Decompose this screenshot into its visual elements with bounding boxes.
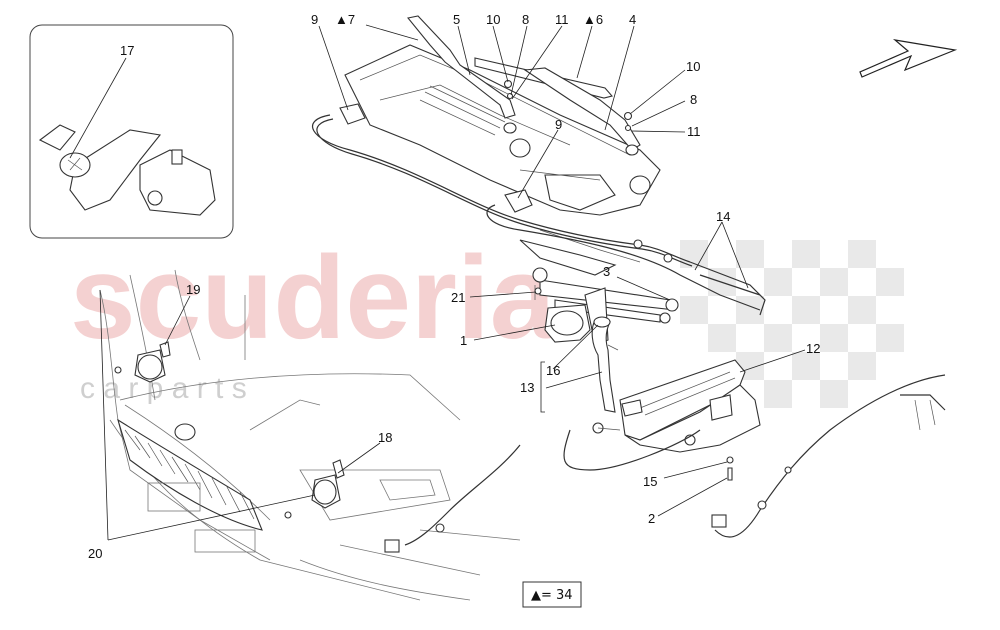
callout-11-top: 11	[555, 12, 569, 27]
leader-lines	[69, 24, 806, 541]
callout-labels: 17 9 ▲7 5 10 8 11 ▲6 4 10 8 11 9 14 3 19…	[88, 12, 820, 561]
legend-text: ▲= 34	[531, 588, 573, 603]
horn-19	[114, 341, 171, 383]
callout-7: ▲7	[335, 12, 355, 27]
callout-21: 21	[451, 290, 465, 305]
callout-15: 15	[643, 474, 657, 489]
watermark-brand: scuderia	[70, 232, 557, 364]
orientation-arrow-icon	[859, 39, 958, 78]
callout-19: 19	[186, 282, 200, 297]
fasteners	[503, 79, 734, 481]
callout-14: 14	[716, 209, 730, 224]
callout-4: 4	[629, 12, 636, 27]
legend-box: ▲= 34	[522, 581, 582, 608]
horn-18	[284, 459, 345, 519]
callout-17: 17	[120, 43, 134, 58]
callout-12: 12	[806, 341, 820, 356]
checker-pattern	[680, 240, 904, 408]
watermark: scuderia c a r p a r t s	[70, 232, 904, 408]
washer-reservoir	[592, 359, 761, 453]
callout-8-top: 8	[522, 12, 529, 27]
callout-3: 3	[603, 264, 610, 279]
callout-8-right: 8	[690, 92, 697, 107]
callout-13: 13	[520, 380, 534, 395]
callout-18: 18	[378, 430, 392, 445]
callout-9-center: 9	[555, 117, 562, 132]
reservoir-hose	[591, 316, 619, 413]
car-front-outline	[99, 269, 521, 601]
watermark-subtitle: c a r p a r t s	[80, 372, 247, 405]
callout-2: 2	[648, 511, 655, 526]
inset-detail-17	[29, 24, 234, 239]
washer-nozzles	[339, 103, 533, 213]
cowl-panel	[344, 44, 661, 276]
callout-16: 16	[546, 363, 560, 378]
callout-6: ▲6	[583, 12, 603, 27]
callout-5: 5	[453, 12, 460, 27]
wiper-arms	[406, 15, 641, 156]
callout-10-right: 10	[686, 59, 700, 74]
callout-10-top: 10	[486, 12, 500, 27]
wiring-harness	[384, 374, 946, 553]
callout-20: 20	[88, 546, 102, 561]
callout-1: 1	[460, 333, 467, 348]
wiper-linkage	[532, 267, 679, 346]
callout-11-right: 11	[687, 124, 701, 139]
callout-9-top: 9	[311, 12, 318, 27]
washer-hoses	[311, 114, 766, 316]
